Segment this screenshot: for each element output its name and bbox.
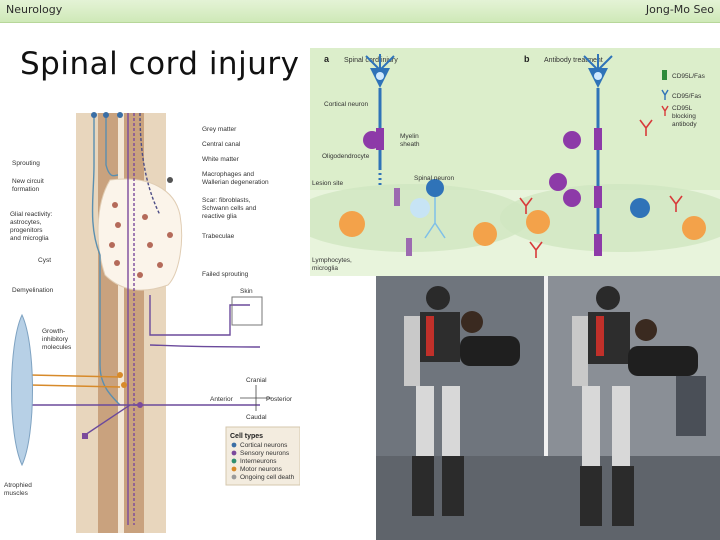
cell-type-legend: Cell types — [225, 426, 300, 486]
slide-title: Spinal cord injury — [20, 46, 300, 82]
nerve-fibres — [29, 112, 261, 525]
legend-swatch — [231, 466, 237, 472]
legend-label: Interneurons — [240, 458, 277, 465]
label-microglia: and microglia — [10, 235, 49, 242]
label-astrocytes: astrocytes, — [10, 219, 42, 226]
label-demyelination: Demyelination — [12, 287, 54, 294]
label-scar: Scar: fibroblasts, — [202, 197, 251, 204]
label-progenitors: progenitors — [10, 227, 43, 234]
panel-b-cells — [519, 119, 706, 258]
legend-antibody: antibody — [672, 121, 697, 128]
legend-label: Ongoing cell death — [240, 474, 295, 481]
legend-swatch — [231, 458, 237, 464]
label-schwann: Schwann cells and — [202, 205, 257, 212]
antibody-treatment-diagram: a Spinal cord injury b Antibody treatmen… — [310, 48, 720, 276]
legend-label: Cortical neurons — [240, 442, 288, 449]
label-reactive-glia: reactive glia — [202, 213, 237, 220]
legend-label: Motor neurons — [240, 466, 283, 473]
course-label: Neurology — [6, 3, 63, 16]
atrophied-muscle — [11, 313, 33, 467]
label-inhibitory: inhibitory — [42, 336, 69, 343]
label-lymphocytes: Lymphocytes, — [312, 257, 352, 264]
legend-cd95-fas: CD95/Fas — [672, 93, 702, 100]
compass-cranial: Cranial — [246, 377, 267, 384]
label-failed-sprouting: Failed sprouting — [202, 271, 249, 278]
exoskeleton-photo — [376, 276, 720, 540]
label-lesion-site: Lesion site — [312, 180, 343, 187]
axon-terminals — [91, 112, 173, 408]
compass-posterior: Posterior — [266, 396, 293, 403]
label-formation: formation — [12, 186, 39, 193]
legend-cd95l: CD95L — [672, 105, 693, 112]
cortical-neuron-a — [363, 54, 395, 188]
panel-a-letter: a — [324, 54, 330, 64]
antibody-legend: CD95L/Fas CD95/Fas CD95L blocking antibo… — [661, 70, 706, 128]
label-glial-reactivity: Glial reactivity: — [10, 211, 52, 218]
legend-swatch — [231, 442, 237, 448]
label-molecules: molecules — [42, 344, 72, 351]
legend-swatch — [231, 450, 237, 456]
legend-title: Cell types — [230, 433, 263, 440]
legend-blocking: blocking — [672, 113, 696, 120]
header-band: Neurology Jong-Mo Seo — [0, 0, 720, 23]
label-central-canal: Central canal — [202, 141, 241, 148]
compass-caudal: Caudal — [246, 414, 267, 421]
panel-a-cells — [339, 179, 497, 256]
label-trabeculae: Trabeculae — [202, 233, 235, 240]
label-muscles: muscles — [4, 490, 29, 497]
orientation-compass: Cranial Anterior Posterior Caudal — [210, 377, 293, 421]
skin-box — [231, 296, 263, 326]
label-sheath: sheath — [400, 141, 420, 148]
person-in-exoskeleton-right — [572, 286, 706, 526]
central-canal — [118, 113, 124, 533]
label-white-matter: White matter — [202, 156, 240, 163]
spinal-cord-diagram: Sprouting New circuit formation Glial re… — [0, 105, 300, 540]
label-skin: Skin — [240, 288, 253, 295]
legend-cd95l-fas: CD95L/Fas — [672, 73, 706, 80]
label-grey-matter: Grey matter — [202, 126, 237, 133]
label-growth: Growth- — [42, 328, 65, 335]
person-in-exoskeleton-left — [404, 286, 520, 516]
label-sprouting: Sprouting — [12, 160, 40, 167]
muscle-terminal — [82, 433, 88, 439]
label-myelin: Myelin — [400, 133, 419, 140]
label-new-circuit: New circuit — [12, 178, 44, 185]
cortical-neuron-b — [563, 54, 613, 256]
legend-swatch — [231, 474, 237, 480]
label-oligodendrocyte: Oligodendrocyte — [322, 153, 370, 160]
panel-b-letter: b — [524, 54, 530, 64]
label-microglia-b: microglia — [312, 265, 338, 272]
label-cortical-neuron: Cortical neuron — [324, 101, 368, 108]
label-cyst: Cyst — [38, 257, 51, 264]
panel-b-title: Antibody treatment — [544, 57, 603, 64]
author-label: Jong-Mo Seo — [645, 3, 714, 16]
scar-cells — [109, 202, 173, 278]
legend-label: Sensory neurons — [240, 450, 290, 457]
label-wallerian: Wallerian degeneration — [202, 179, 269, 186]
label-atrophied: Atrophied — [4, 482, 32, 489]
label-spinal-neuron: Spinal neuron — [414, 175, 454, 182]
compass-anterior: Anterior — [210, 396, 234, 403]
label-macrophages: Macrophages and — [202, 171, 254, 178]
